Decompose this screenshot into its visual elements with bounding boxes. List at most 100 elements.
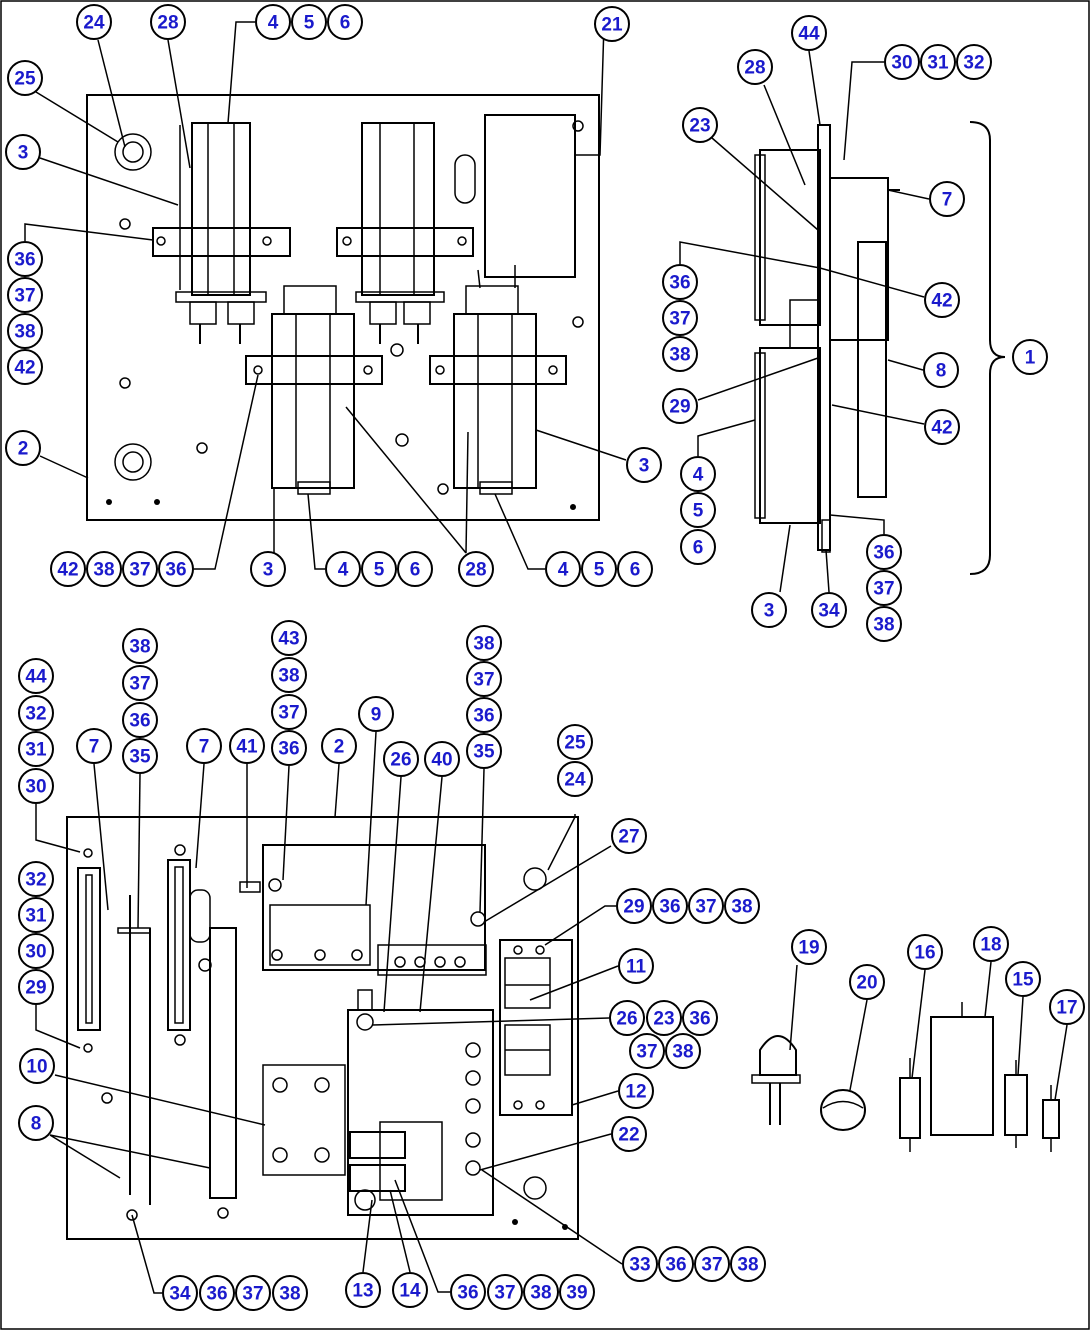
callout-32: 32	[18, 695, 54, 731]
callout-label: 23	[653, 1009, 674, 1030]
top-panel-assembly	[86, 94, 600, 521]
callout-2: 2	[5, 430, 41, 466]
callout-label: 15	[1012, 970, 1034, 991]
callout-label: 6	[693, 538, 704, 559]
callout-label: 44	[25, 667, 47, 688]
callout-label: 37	[129, 674, 150, 695]
callout-label: 27	[618, 827, 639, 848]
callout-36: 36	[450, 1274, 486, 1310]
callout-label: 5	[304, 13, 315, 34]
callout-3: 3	[5, 134, 41, 170]
callout-30: 30	[18, 933, 54, 969]
callout-39: 39	[559, 1274, 595, 1310]
callout-label: 29	[669, 397, 690, 418]
callout-8: 8	[18, 1105, 54, 1141]
callout-36: 36	[866, 534, 902, 570]
callout-29: 29	[616, 888, 652, 924]
callout-label: 37	[636, 1042, 657, 1063]
callout-37: 37	[7, 277, 43, 313]
callout-label: 36	[669, 273, 690, 294]
callout-37: 37	[235, 1275, 271, 1311]
callout-label: 42	[931, 291, 952, 312]
callout-38: 38	[122, 628, 158, 664]
callout-2: 2	[321, 728, 357, 764]
callout-32: 32	[18, 861, 54, 897]
callout-5: 5	[291, 4, 327, 40]
callout-label: 32	[25, 704, 46, 725]
callout-37: 37	[866, 570, 902, 606]
callout-label: 25	[564, 733, 586, 754]
callout-36: 36	[652, 888, 688, 924]
callout-38: 38	[7, 313, 43, 349]
callout-28: 28	[737, 49, 773, 85]
callout-label: 3	[639, 456, 650, 477]
callout-label: 28	[744, 58, 765, 79]
callout-label: 6	[630, 560, 641, 581]
callout-label: 19	[798, 938, 819, 959]
callout-label: 30	[891, 53, 912, 74]
callout-26: 26	[609, 1000, 645, 1036]
callout-label: 20	[856, 973, 877, 994]
callout-label: 23	[689, 116, 710, 137]
callout-label: 32	[963, 53, 984, 74]
callout-label: 36	[14, 250, 35, 271]
callout-label: 14	[399, 1281, 421, 1302]
callout-37: 37	[466, 661, 502, 697]
callout-17: 17	[1049, 989, 1085, 1025]
callout-label: 37	[242, 1284, 263, 1305]
callout-label: 36	[278, 739, 299, 760]
callout-label: 4	[268, 13, 279, 34]
callout-label: 42	[57, 560, 78, 581]
callout-4: 4	[255, 4, 291, 40]
callout-33: 33	[622, 1246, 658, 1282]
callout-label: 5	[693, 501, 704, 522]
callout-29: 29	[18, 969, 54, 1005]
callout-36: 36	[122, 702, 158, 738]
callout-22: 22	[611, 1116, 647, 1152]
callout-7: 7	[186, 728, 222, 764]
callout-label: 36	[473, 706, 494, 727]
callout-label: 37	[494, 1283, 515, 1304]
callout-44: 44	[791, 15, 827, 51]
callout-label: 32	[25, 870, 46, 891]
callout-label: 28	[465, 560, 486, 581]
callout-label: 22	[618, 1125, 639, 1146]
callout-37: 37	[662, 300, 698, 336]
callout-label: 8	[31, 1114, 42, 1135]
callout-label: 3	[263, 560, 274, 581]
callout-label: 13	[352, 1281, 373, 1302]
callout-label: 37	[873, 579, 894, 600]
callout-label: 38	[93, 560, 114, 581]
callout-6: 6	[680, 529, 716, 565]
callout-label: 38	[669, 345, 690, 366]
callout-3: 3	[250, 551, 286, 587]
callout-label: 24	[564, 770, 586, 791]
callout-label: 28	[157, 13, 178, 34]
callout-11: 11	[618, 948, 654, 984]
loose-components	[751, 1002, 1060, 1152]
callout-37: 37	[122, 551, 158, 587]
callout-label: 36	[665, 1255, 686, 1276]
callout-label: 42	[14, 358, 35, 379]
callout-label: 36	[873, 543, 894, 564]
callout-21: 21	[594, 6, 630, 42]
callout-3: 3	[751, 592, 787, 628]
callout-38: 38	[272, 1275, 308, 1311]
callout-27: 27	[611, 818, 647, 854]
callout-4: 4	[680, 456, 716, 492]
callout-label: 30	[25, 777, 46, 798]
callout-label: 38	[873, 615, 894, 636]
callout-25: 25	[557, 724, 593, 760]
callout-36: 36	[271, 730, 307, 766]
callout-5: 5	[680, 492, 716, 528]
callout-18: 18	[973, 926, 1009, 962]
callout-15: 15	[1005, 961, 1041, 997]
callout-42: 42	[7, 349, 43, 385]
callout-label: 6	[410, 560, 421, 581]
callout-label: 44	[798, 24, 820, 45]
callout-10: 10	[19, 1048, 55, 1084]
callout-26: 26	[383, 741, 419, 777]
lower-panel-assembly	[66, 816, 579, 1240]
